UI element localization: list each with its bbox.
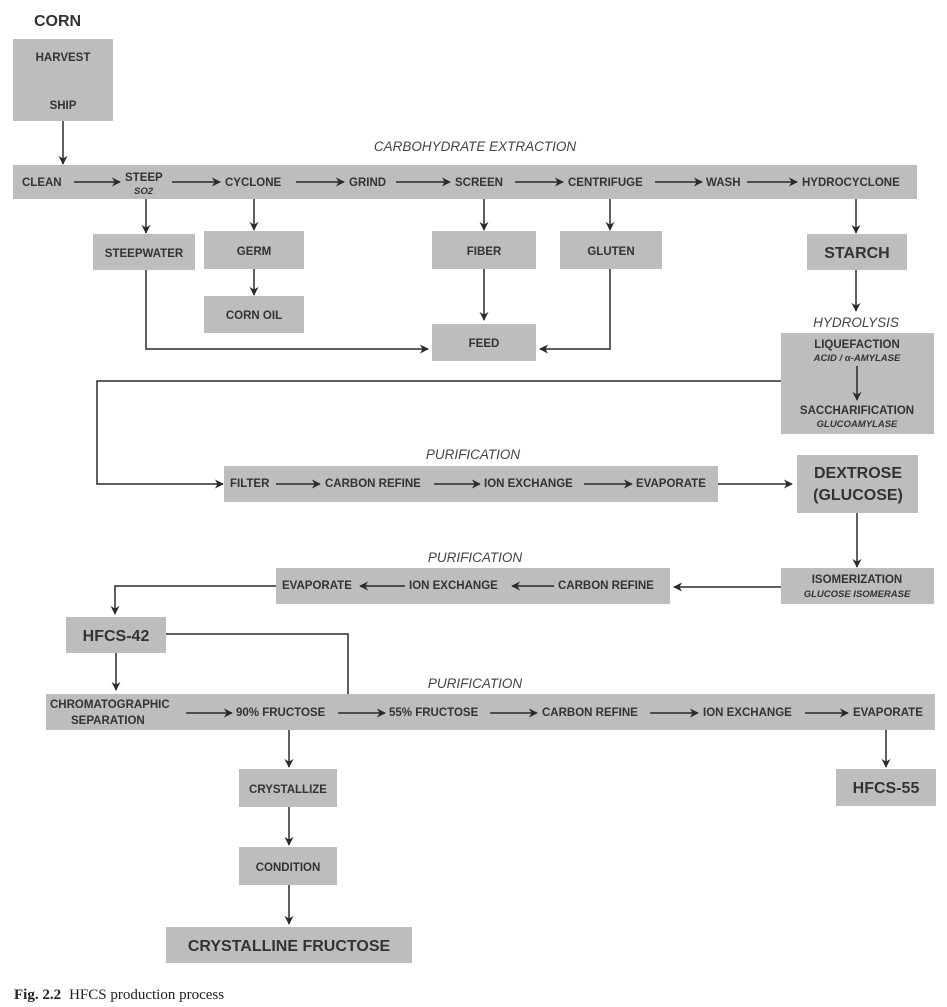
isomerization-box: [781, 568, 934, 604]
carbohydrate-extraction-label: CARBOHYDRATE EXTRACTION: [374, 139, 577, 154]
glucose-label: (GLUCOSE): [813, 487, 903, 504]
saccharification-sub-label: GLUCOAMYLASE: [817, 419, 898, 430]
gluten-label: GLUTEN: [587, 246, 634, 258]
ship-label: SHIP: [50, 100, 77, 112]
fructose-90-label: 90% FRUCTOSE: [236, 707, 326, 719]
hfcs-42-box: [66, 617, 166, 653]
liquefaction-sub-label: ACID / α-AMYLASE: [813, 353, 901, 364]
hfcs-55-label: HFCS-55: [853, 780, 920, 797]
arrow-evaporate-hfcs42: [110, 585, 276, 615]
dextrose-box: [797, 455, 918, 513]
carbon-refine-3-label: CARBON REFINE: [542, 707, 638, 719]
centrifuge-label: CENTRIFUGE: [568, 177, 643, 189]
grind-label: GRIND: [349, 177, 386, 189]
steepwater-box: [93, 234, 195, 270]
purification-3-label: PURIFICATION: [428, 676, 523, 691]
corn-oil-box: [204, 296, 304, 333]
evaporate-1-label: EVAPORATE: [636, 478, 706, 490]
chromatographic-label: CHROMATOGRAPHIC: [50, 699, 170, 711]
wash-label: WASH: [706, 177, 741, 189]
separation-label: SEPARATION: [71, 715, 145, 727]
hydrolysis-label: HYDROLYSIS: [813, 315, 899, 330]
carbon-refine-2-label: CARBON REFINE: [558, 580, 654, 592]
fiber-label: FIBER: [467, 246, 502, 258]
ion-exchange-3-label: ION EXCHANGE: [703, 707, 792, 719]
fructose-55-label: 55% FRUCTOSE: [389, 707, 479, 719]
filter-label: FILTER: [230, 478, 270, 490]
corn-label: CORN: [34, 13, 81, 30]
corn-oil-label: CORN OIL: [226, 310, 282, 322]
purification-2-label: PURIFICATION: [428, 550, 523, 565]
hfcs-42-label: HFCS-42: [83, 628, 150, 645]
hfcs-55-box: [836, 769, 936, 806]
arrow-steepwater-feed: [145, 270, 429, 354]
ion-exchange-2-label: ION EXCHANGE: [409, 580, 498, 592]
feed-label: FEED: [469, 338, 500, 350]
purification-3-bar: [46, 694, 935, 730]
clean-label: CLEAN: [22, 177, 62, 189]
figure-caption: Fig. 2.2 HFCS production process: [14, 987, 224, 1004]
saccharification-label: SACCHARIFICATION: [800, 405, 914, 417]
harvest-label: HARVEST: [36, 52, 91, 64]
liquefaction-label: LIQUEFACTION: [814, 339, 900, 351]
steep-label: STEEP: [125, 172, 163, 184]
condition-label: CONDITION: [256, 862, 321, 874]
germ-label: GERM: [237, 246, 272, 258]
feed-box: [432, 324, 536, 361]
carbon-refine-1-label: CARBON REFINE: [325, 478, 421, 490]
arrow-gluten-feed: [539, 269, 611, 354]
arrow-hydrolysis-filter: [96, 380, 781, 489]
dextrose-label: DEXTROSE: [814, 465, 902, 482]
germ-box: [204, 231, 304, 269]
steepwater-label: STEEPWATER: [105, 248, 184, 260]
crystalline-fructose-label: CRYSTALLINE FRUCTOSE: [188, 938, 391, 955]
hydrocyclone-label: HYDROCYCLONE: [802, 177, 900, 189]
gluten-box: [560, 231, 662, 269]
hfcs-process-diagram: CORN HARVEST SHIP CARBOHYDRATE EXTRACTIO…: [13, 13, 936, 963]
figure-caption-text: HFCS production process: [69, 987, 225, 1003]
figure-number: Fig. 2.2: [14, 987, 62, 1003]
evaporate-2-label: EVAPORATE: [282, 580, 352, 592]
screen-label: SCREEN: [455, 177, 503, 189]
isomerization-label: ISOMERIZATION: [812, 574, 903, 586]
starch-label: STARCH: [824, 245, 889, 262]
crystallize-box: [239, 769, 337, 807]
fiber-box: [432, 231, 536, 269]
arrow-hfcs42-mix: [166, 633, 353, 712]
evaporate-3-label: EVAPORATE: [853, 707, 923, 719]
isomerization-sub-label: GLUCOSE ISOMERASE: [804, 589, 911, 600]
harvest-ship-box: [13, 39, 113, 121]
cyclone-label: CYCLONE: [225, 177, 282, 189]
condition-box: [239, 847, 337, 885]
ion-exchange-1-label: ION EXCHANGE: [484, 478, 573, 490]
purification-1-label: PURIFICATION: [426, 447, 521, 462]
so2-label: SO2: [134, 186, 154, 197]
purification-2-bar: [276, 568, 670, 604]
crystalline-fructose-box: [166, 927, 412, 963]
crystallize-label: CRYSTALLIZE: [249, 784, 327, 796]
starch-box: [807, 234, 907, 270]
